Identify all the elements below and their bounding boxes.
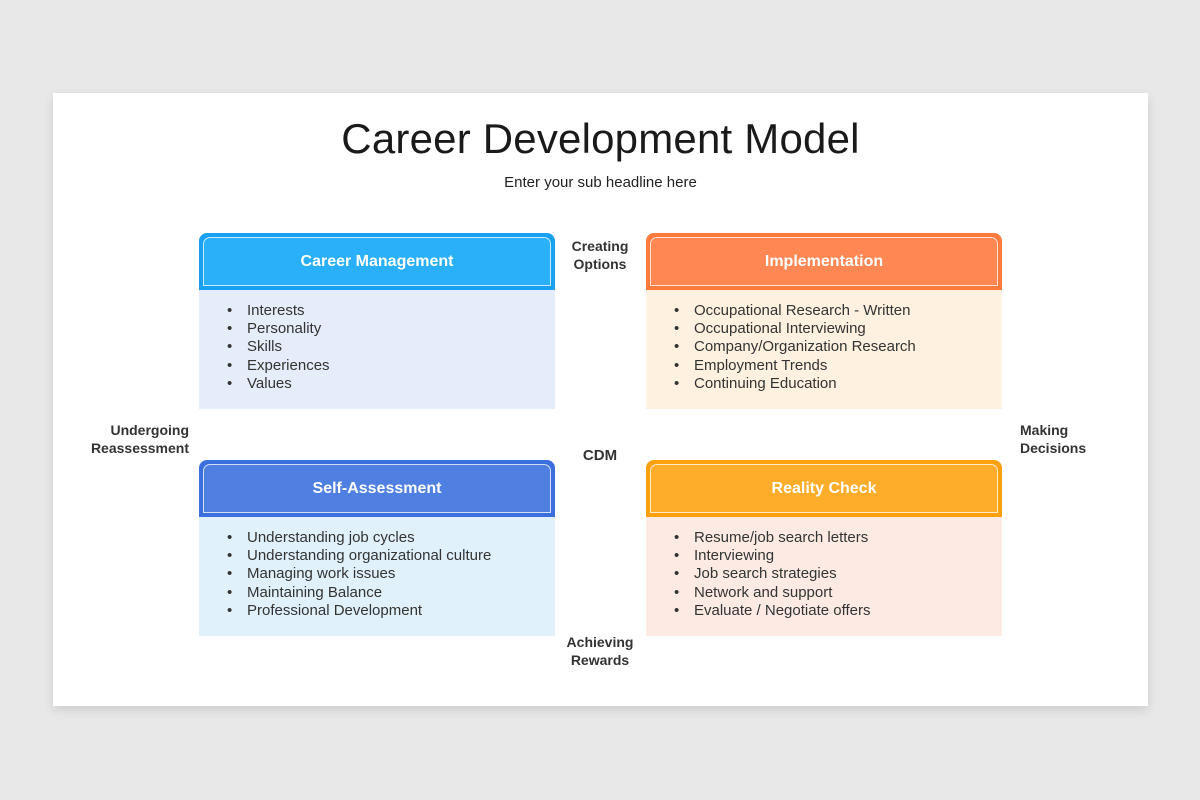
card-body: Understanding job cycles Understanding o… [199,517,555,636]
list-item: Employment Trends [674,357,1002,375]
label-line: Achieving [566,634,634,650]
label-line: Creating [571,238,629,254]
list-item: Managing work issues [227,565,555,583]
list-item: Maintaining Balance [227,584,555,602]
card-career-management: Career Management Interests Personality … [199,233,555,409]
label-achieving-rewards: Achieving Rewards [550,633,650,669]
list-item: Interviewing [674,547,1002,565]
label-line: Rewards [570,652,630,668]
list-item: Values [227,375,555,393]
list-item: Company/Organization Research [674,338,1002,356]
list-item: Network and support [674,584,1002,602]
card-title: Career Management [203,237,551,286]
card-header: Reality Check [646,460,1002,517]
list-item: Interests [227,302,555,320]
card-title: Reality Check [650,464,998,513]
list-item: Occupational Research - Written [674,302,1002,320]
card-self-assessment: Self-Assessment Understanding job cycles… [199,460,555,636]
list-item: Resume/job search letters [674,529,1002,547]
card-header: Implementation [646,233,1002,290]
slide: Career Development Model Enter your sub … [53,93,1148,706]
bullet-list: Interests Personality Skills Experiences… [227,302,555,393]
label-line: Reassessment [90,440,189,456]
list-item: Understanding organizational culture [227,547,555,565]
label-making-decisions: Making Decisions [1020,421,1120,457]
card-body: Resume/job search letters Interviewing J… [646,517,1002,636]
bullet-list: Occupational Research - Written Occupati… [674,302,1002,393]
list-item: Occupational Interviewing [674,320,1002,338]
page-title: Career Development Model [341,115,860,162]
page-subtitle: Enter your sub headline here [504,174,697,191]
list-item: Experiences [227,357,555,375]
list-item: Understanding job cycles [227,529,555,547]
label-line: Undergoing [110,422,189,438]
label-line: Options [573,256,627,272]
list-item: Job search strategies [674,565,1002,583]
list-item: Personality [227,320,555,338]
label-undergoing-reassessment: Undergoing Reassessment [73,421,189,457]
card-title: Implementation [650,237,998,286]
card-implementation: Implementation Occupational Research - W… [646,233,1002,409]
label-line: Making [1020,422,1069,438]
bullet-list: Understanding job cycles Understanding o… [227,529,555,620]
label-creating-options: Creating Options [550,237,650,273]
card-body: Occupational Research - Written Occupati… [646,290,1002,409]
card-title: Self-Assessment [203,464,551,513]
label-center-cdm: CDM [582,447,618,464]
list-item: Skills [227,338,555,356]
label-line: Decisions [1020,440,1087,456]
bullet-list: Resume/job search letters Interviewing J… [674,529,1002,620]
list-item: Continuing Education [674,375,1002,393]
card-header: Career Management [199,233,555,290]
card-reality-check: Reality Check Resume/job search letters … [646,460,1002,636]
list-item: Evaluate / Negotiate offers [674,602,1002,620]
card-body: Interests Personality Skills Experiences… [199,290,555,409]
card-header: Self-Assessment [199,460,555,517]
list-item: Professional Development [227,602,555,620]
